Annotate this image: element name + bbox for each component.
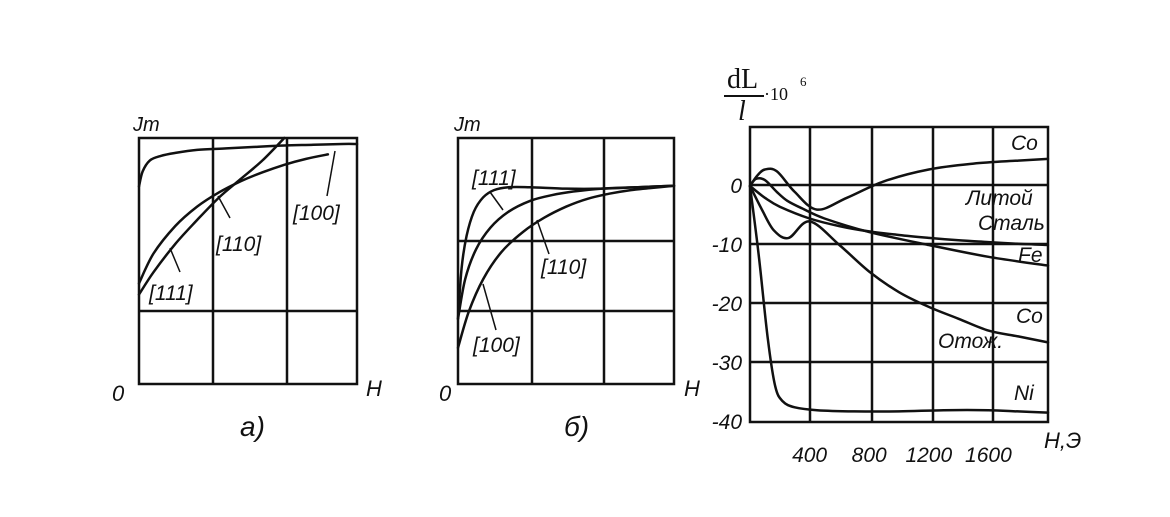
panel-c-ylabel-multiplier: ·10 xyxy=(764,84,788,104)
panel-a-leader-111 xyxy=(169,247,181,273)
panel-b-ylabel: Jm xyxy=(453,114,481,136)
panel-c-xtick-400: 400 xyxy=(792,444,827,467)
panel-c-xlabel: H,Э xyxy=(1044,428,1081,453)
panel-b-curve-label-111: [111] xyxy=(471,167,517,190)
panel-c-ytick-minus30: -30 xyxy=(712,352,743,375)
panel-c-series-label-otozh: Отож. xyxy=(938,330,1003,353)
panel-b-curve-label-100: [100] xyxy=(472,334,521,357)
panel-c-ytick-minus20: -20 xyxy=(712,293,743,316)
panel-b-leader-100 xyxy=(482,283,497,331)
panel-c-series-2-fe xyxy=(748,177,1050,267)
panel-c-ylabel-numerator: dL xyxy=(727,64,758,95)
panel-c-series-label-co-top: Co xyxy=(1011,132,1038,155)
panel-b-series-2-100 xyxy=(456,184,676,350)
panel-c: 400 800 1200 1600 0 -10 -20 -30 -40 dL l ·10 6 H… xyxy=(712,64,1082,467)
panel-c-ytick-0: 0 xyxy=(730,175,742,198)
panel-c-ytick-minus40: -40 xyxy=(712,411,743,434)
panel-a-caption: а) xyxy=(240,411,265,442)
panel-a-xlabel: H xyxy=(366,376,382,401)
panel-b-caption: б) xyxy=(564,411,589,442)
panel-b-curve-label-110: [110] xyxy=(540,256,587,279)
panel-c-ylabel-exponent: 6 xyxy=(800,74,807,89)
panel-c-ytick-minus10: -10 xyxy=(712,234,743,257)
panel-c-series-label-co-bottom: Co xyxy=(1016,305,1043,328)
panel-c-series-0-co xyxy=(748,157,1050,211)
panel-c-series-label-stal: Сталь xyxy=(978,212,1045,235)
panel-a: Jm H 0 а) [111] [110] [100] xyxy=(112,114,382,442)
panel-a-leader-100 xyxy=(326,150,336,197)
panel-b-frame xyxy=(456,136,676,386)
panel-a-curve-label-100: [100] xyxy=(292,202,341,225)
panel-c-series-3-co-отож xyxy=(748,184,1050,344)
panel-c-series-1-литой-сталь xyxy=(748,184,1050,247)
panel-a-leader-110 xyxy=(217,195,231,219)
panel-c-series-label-litoy: Литой xyxy=(964,187,1033,210)
panel-c-ylabel-denominator: l xyxy=(738,96,746,127)
panel-a-curve-label-110: [110] xyxy=(215,233,262,256)
panel-c-frame xyxy=(748,125,1050,424)
panel-a-series-0-100 xyxy=(137,142,359,188)
panel-a-origin: 0 xyxy=(112,381,125,406)
panel-a-plot xyxy=(137,136,359,296)
panel-c-series-label-ni: Ni xyxy=(1014,382,1035,405)
panel-a-ylabel: Jm xyxy=(132,114,160,136)
panel-c-series-4-ni xyxy=(748,184,1050,414)
panel-c-xtick-1600: 1600 xyxy=(965,444,1012,467)
panel-c-xtick-1200: 1200 xyxy=(905,444,952,467)
panel-a-curve-label-111: [111] xyxy=(148,282,194,305)
panel-c-xtick-800: 800 xyxy=(852,444,887,467)
panel-c-ylabel: dL l ·10 6 xyxy=(724,64,807,127)
panel-c-plot: 400 800 1200 1600 0 -10 -20 -30 -40 xyxy=(712,157,1050,467)
panel-b-origin: 0 xyxy=(439,381,452,406)
panel-a-series-2-111 xyxy=(137,136,286,296)
panel-b: Jm H 0 б) [111] [110] [100] xyxy=(439,114,700,442)
panel-a-frame xyxy=(137,136,359,386)
panel-b-series-1-110 xyxy=(456,184,676,321)
panel-b-xlabel: H xyxy=(684,376,700,401)
panel-c-series-label-fe: Fe xyxy=(1018,244,1043,267)
panel-b-plot xyxy=(456,184,676,350)
panel-b-leader-110 xyxy=(536,219,550,255)
panel-b-leader-111 xyxy=(489,191,504,211)
